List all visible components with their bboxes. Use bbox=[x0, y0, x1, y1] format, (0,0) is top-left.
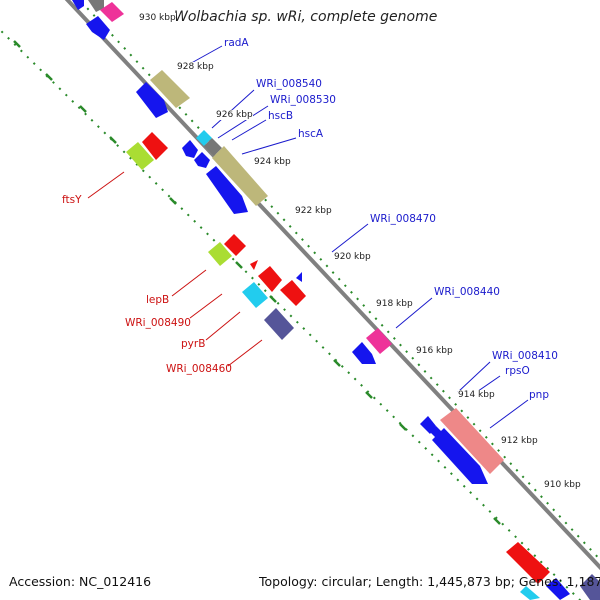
gene-WRi_008490-red bbox=[280, 280, 306, 306]
kbp-label: 916 kbp bbox=[416, 346, 453, 356]
gene-label-forward: rpsO bbox=[505, 365, 530, 377]
kbp-label: 928 kbp bbox=[177, 62, 214, 72]
gene-blue-small-2 bbox=[194, 152, 210, 168]
gene-small-blue-marker bbox=[296, 272, 302, 282]
gene-label-forward: hscB bbox=[268, 110, 294, 122]
gene-label-reverse: WRi_008490 bbox=[125, 317, 191, 329]
kbp-label: 912 kbp bbox=[501, 436, 538, 446]
reverse-strand-genes bbox=[126, 132, 600, 600]
kbp-label: 922 kbp bbox=[295, 206, 332, 216]
summary-text: Topology: circular; Length: 1,445,873 bp… bbox=[259, 574, 600, 589]
gene-label-forward: pnp bbox=[529, 389, 549, 401]
kbp-label: 930 kbp bbox=[139, 13, 176, 23]
gene-label-forward: WRi_008470 bbox=[370, 213, 436, 225]
gene-blue-long bbox=[206, 166, 248, 214]
gene-rpsO-2 bbox=[430, 426, 444, 440]
kbp-label: 920 kbp bbox=[334, 252, 371, 262]
label-leaders bbox=[185, 45, 529, 429]
gene-bottom-cyan bbox=[520, 586, 540, 600]
gene-label-forward: WRi_008410 bbox=[492, 350, 558, 362]
reverse-label-leaders bbox=[87, 171, 263, 367]
gene-label-reverse: WRi_008460 bbox=[166, 363, 232, 375]
gene-rpsO bbox=[420, 416, 436, 434]
gene-ftsY-red bbox=[142, 132, 168, 160]
gene-ftsY-lime bbox=[126, 142, 154, 170]
kbp-label: 926 kbp bbox=[216, 110, 253, 120]
gene-WRi_008530 bbox=[204, 138, 222, 156]
gene-pyrB-red bbox=[258, 266, 282, 292]
gene-pnp bbox=[440, 408, 504, 474]
inner-major-ticks bbox=[13, 40, 501, 525]
gene-WRi_008440 bbox=[366, 328, 392, 354]
gene-bottom-blue bbox=[546, 578, 570, 600]
gene-label-forward: hscA bbox=[298, 128, 324, 140]
gene-label-forward: radA bbox=[224, 37, 249, 49]
gene-label-forward: WRi_008540 bbox=[256, 78, 322, 90]
gene-lepB-lime bbox=[208, 242, 232, 266]
gene-WRi_008460 bbox=[264, 308, 294, 340]
outer-tick-track bbox=[78, 0, 600, 562]
gene-label-reverse: ftsY bbox=[62, 194, 82, 206]
gene-label-reverse: lepB bbox=[146, 294, 170, 306]
gene-label-forward: WRi_008440 bbox=[434, 286, 500, 298]
gene-WRi_008440-blue bbox=[352, 342, 376, 364]
gene-top-blue-2 bbox=[86, 16, 110, 40]
gene-red-marker bbox=[250, 260, 258, 270]
gene-radA bbox=[150, 70, 190, 108]
gene-top-blue bbox=[72, 0, 84, 10]
forward-strand-genes bbox=[72, 0, 504, 484]
gene-bottom-purple bbox=[580, 574, 600, 600]
gene-pyrB-cyan bbox=[242, 282, 268, 308]
gene-blue-small-1 bbox=[182, 140, 198, 158]
gene-label-reverse: pyrB bbox=[181, 338, 206, 350]
kbp-label: 924 kbp bbox=[254, 157, 291, 167]
gene-bottom-red bbox=[506, 542, 550, 584]
kbp-label: 918 kbp bbox=[376, 299, 413, 309]
map-title: Wolbachia sp. wRi, complete genome bbox=[174, 9, 438, 25]
gene-pnp-blue bbox=[432, 428, 488, 484]
gene-label-forward: WRi_008530 bbox=[270, 94, 336, 106]
kbp-label: 910 kbp bbox=[544, 480, 581, 490]
gene-lepB-red bbox=[224, 234, 246, 256]
gene-olive-arrowed bbox=[136, 82, 168, 118]
gene-hscB-hscA bbox=[212, 146, 268, 206]
accession-text: Accession: NC_012416 bbox=[9, 574, 152, 589]
gene-top-gray bbox=[88, 0, 104, 12]
kbp-label: 914 kbp bbox=[458, 390, 495, 400]
gene-top-magenta bbox=[100, 2, 124, 22]
